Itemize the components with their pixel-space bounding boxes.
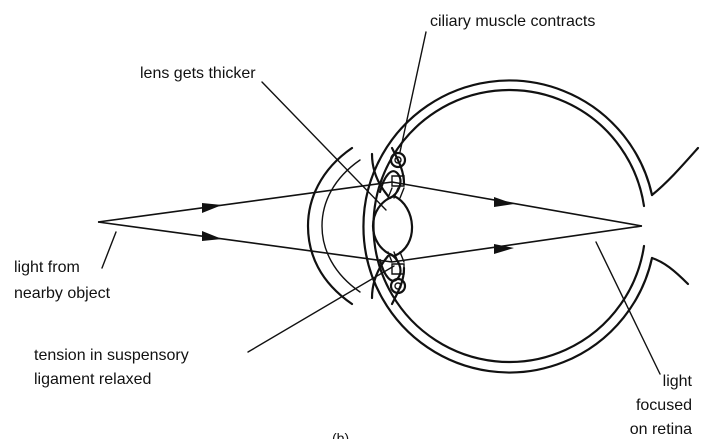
arrow-upper-right bbox=[494, 197, 514, 207]
lens bbox=[373, 196, 412, 256]
label-tension-line1: tension in suspensory bbox=[34, 347, 189, 364]
label-light-source-line1: light from bbox=[14, 259, 80, 276]
label-focused-line2: focused bbox=[636, 397, 692, 414]
pointer-tension bbox=[248, 266, 394, 352]
eyeball-outer-wall bbox=[363, 81, 652, 373]
label-tension-line2: ligament relaxed bbox=[34, 371, 151, 388]
light-ray-lower bbox=[98, 222, 642, 262]
label-focused-line3: on retina bbox=[630, 421, 692, 438]
arrow-upper-left bbox=[202, 203, 222, 213]
eyeball-inner-wall bbox=[373, 90, 644, 362]
optic-nerve-lower bbox=[652, 258, 688, 284]
label-lens: lens gets thicker bbox=[140, 65, 256, 82]
optic-nerve bbox=[652, 148, 698, 195]
label-ciliary-muscle: ciliary muscle contracts bbox=[430, 13, 595, 30]
label-light-source-line2: nearby object bbox=[14, 285, 111, 302]
arrow-lower-left bbox=[202, 231, 222, 241]
label-focused-line1: light bbox=[663, 373, 693, 390]
light-ray-upper bbox=[98, 182, 642, 226]
cornea-inner bbox=[322, 160, 360, 292]
part-marker: (b) bbox=[332, 430, 349, 439]
pointer-ciliary bbox=[400, 32, 426, 152]
pointer-light-source bbox=[102, 232, 116, 268]
